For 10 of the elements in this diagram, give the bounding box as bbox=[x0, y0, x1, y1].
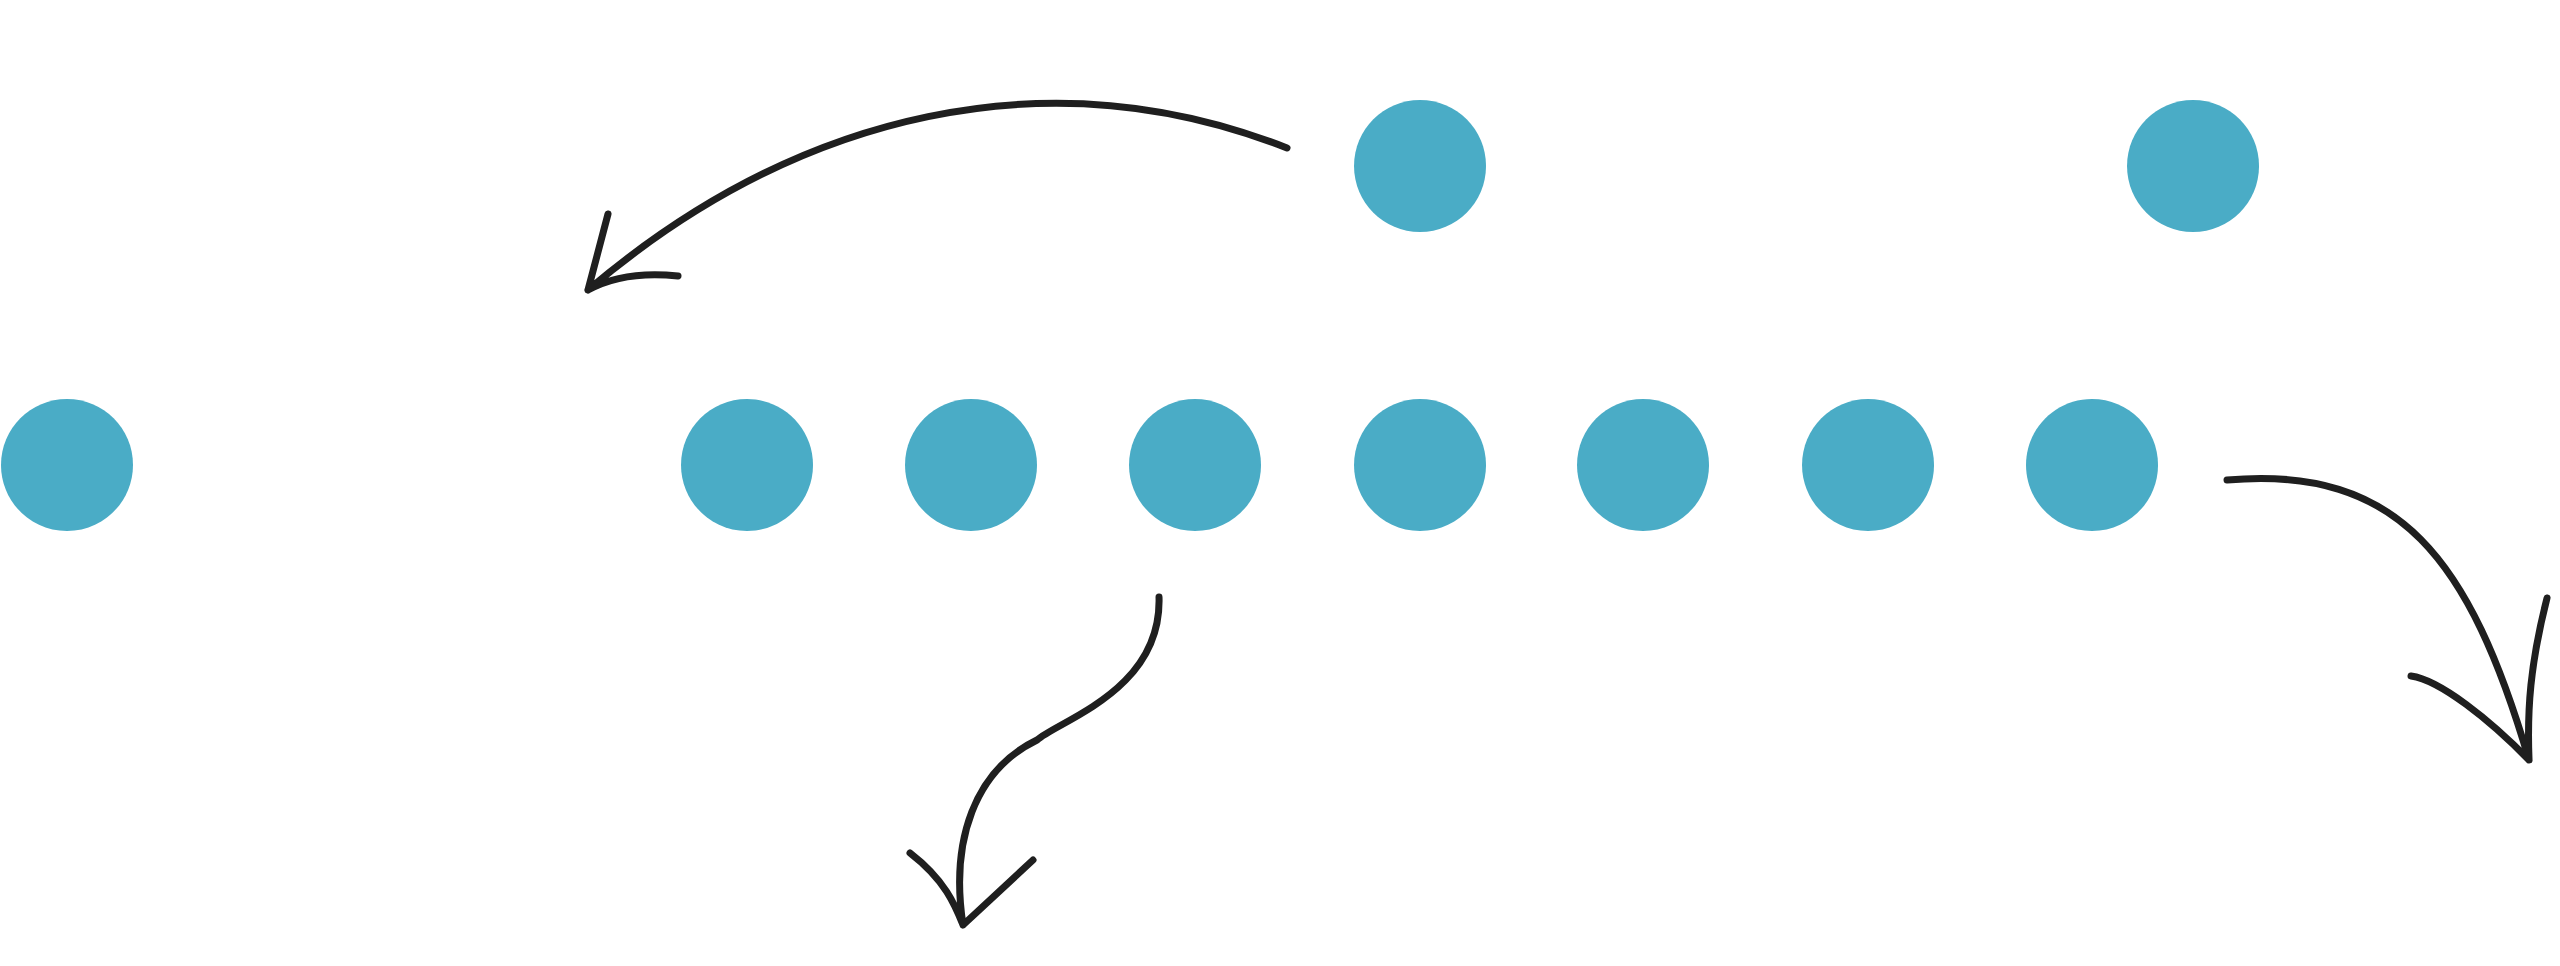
dot bbox=[905, 399, 1037, 531]
dot bbox=[2127, 100, 2260, 232]
dot bbox=[1354, 399, 1486, 531]
dot bbox=[1354, 100, 1486, 232]
dot bbox=[2026, 399, 2159, 531]
dot bbox=[1, 399, 133, 531]
dot bbox=[1577, 399, 1709, 531]
dot bbox=[681, 399, 813, 531]
dot bbox=[1129, 399, 1261, 531]
dot bbox=[1802, 399, 1935, 531]
